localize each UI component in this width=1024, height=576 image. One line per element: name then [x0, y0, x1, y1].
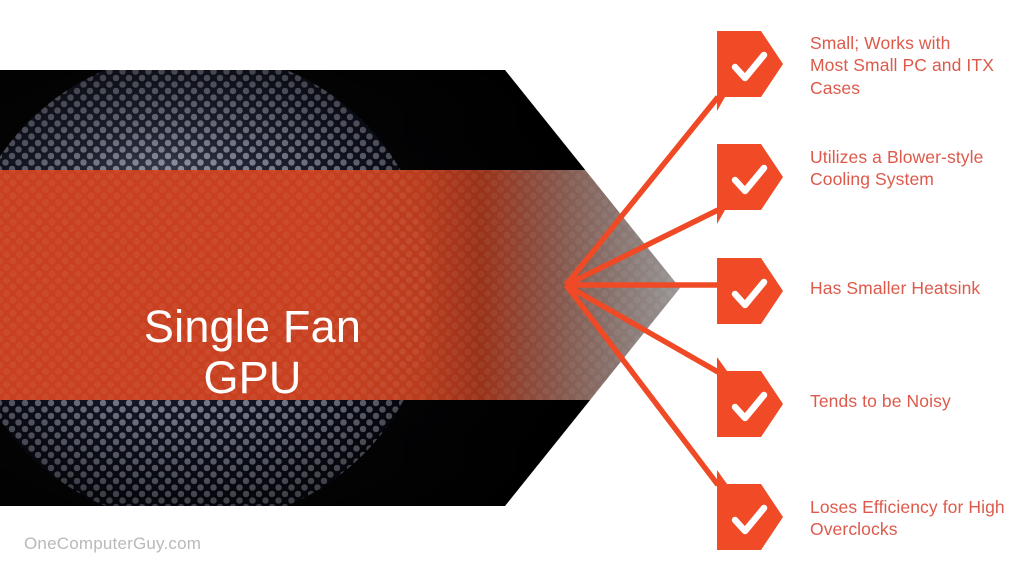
check-icon [717, 357, 783, 437]
check-icon [717, 470, 783, 550]
check-badge[interactable] [717, 144, 783, 224]
check-badge[interactable] [717, 258, 783, 324]
bullet-label: Small; Works with Most Small PC and ITX … [810, 33, 994, 98]
check-icon [717, 31, 783, 111]
check-badge[interactable] [717, 357, 783, 437]
hero-panel: Single Fan GPU [0, 70, 680, 506]
check-icon [717, 258, 783, 324]
bullet-label: Loses Efficiency for High Overclocks [810, 497, 1005, 540]
bullet-label: Tends to be Noisy [810, 391, 951, 411]
check-badge[interactable] [717, 470, 783, 550]
check-badge[interactable] [717, 31, 783, 111]
check-icon [717, 144, 783, 224]
bullet-label: Has Smaller Heatsink [810, 278, 981, 298]
watermark: OneComputerGuy.com [24, 534, 202, 553]
hero-title: Single Fan GPU [143, 301, 362, 403]
bullet-label: Utilizes a Blower-style Cooling System [810, 147, 984, 190]
